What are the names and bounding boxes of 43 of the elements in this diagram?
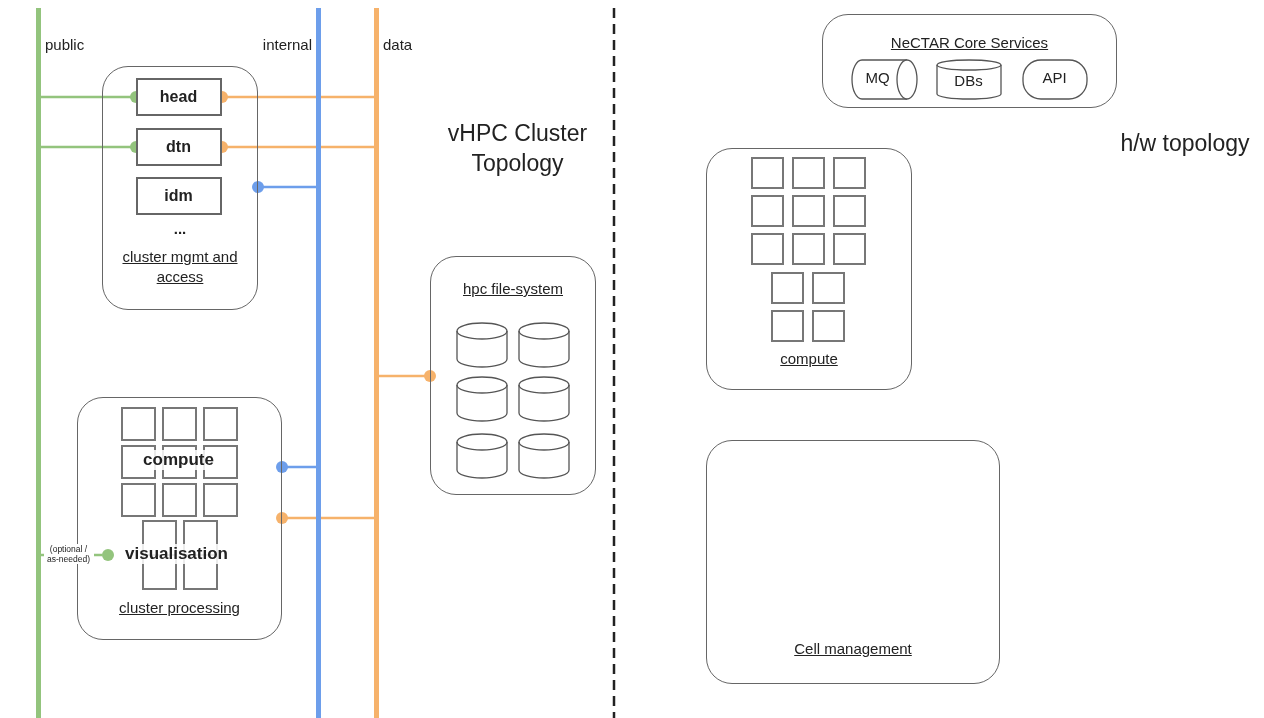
section-heading: h/w topology (1119, 129, 1251, 158)
node-label: API (1041, 68, 1068, 86)
server-box (750, 232, 784, 265)
ellipsis-text: ... (172, 219, 188, 239)
server-box (811, 271, 845, 304)
node-label: MQ (864, 68, 891, 86)
group-panel (102, 66, 258, 310)
network-label: public (45, 36, 85, 53)
server-box (791, 156, 825, 189)
group-caption: hpc file-system (462, 279, 564, 299)
group-panel (706, 440, 1000, 684)
group-caption: Cell management (793, 639, 913, 659)
server-box (750, 156, 784, 189)
server-box (770, 271, 804, 304)
server-box (832, 194, 866, 227)
node-label: DBs (953, 71, 984, 89)
network-link (376, 370, 436, 382)
node-label: visualisation (123, 543, 230, 564)
group-caption: compute (779, 349, 839, 369)
group-caption: cluster mgmt and access (121, 247, 239, 287)
group-panel (430, 256, 596, 495)
edge-label: (optional / as-needed) (43, 544, 94, 564)
server-box (750, 194, 784, 227)
server-box (791, 194, 825, 227)
network-label: internal (262, 36, 312, 53)
server-box (791, 232, 825, 265)
server-box (832, 156, 866, 189)
server-box: dtn (135, 127, 222, 166)
node-label: compute (141, 449, 216, 470)
section-heading: vHPC Cluster Topology (446, 119, 589, 178)
network-link (276, 512, 377, 524)
network-link (276, 461, 319, 473)
server-box: idm (135, 176, 222, 215)
server-box (811, 309, 845, 342)
server-box (770, 309, 804, 342)
server-box (832, 232, 866, 265)
network-label: data (383, 36, 413, 53)
group-panel (822, 14, 1117, 108)
group-caption: NeCTAR Core Services (889, 33, 1050, 53)
network-link (252, 181, 319, 193)
group-caption: cluster processing (118, 598, 241, 618)
server-box: head (135, 77, 222, 116)
group-panel (706, 148, 912, 390)
